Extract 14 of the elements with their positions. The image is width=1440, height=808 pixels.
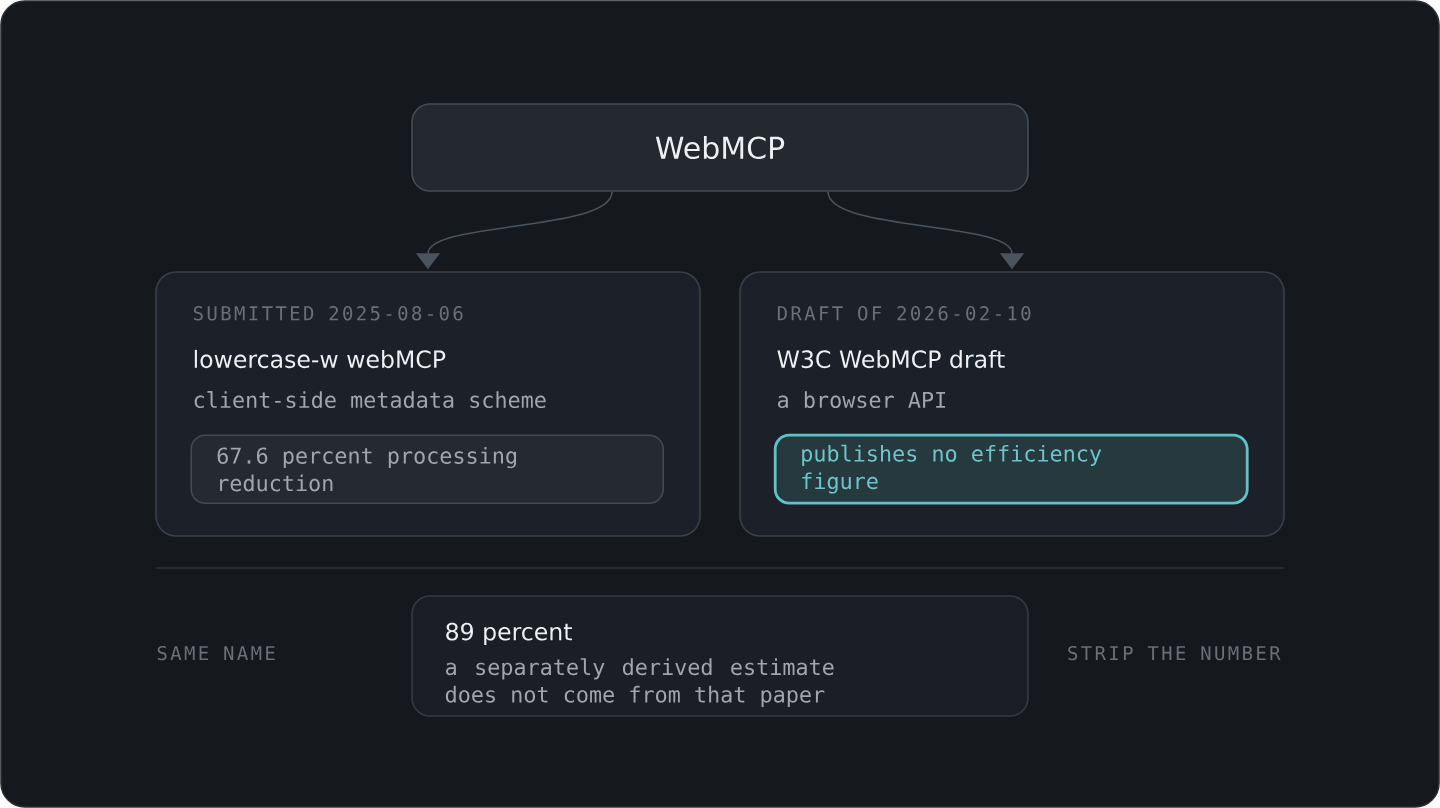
note-box: 67.6 percent processing reduction [190, 434, 664, 504]
result-title: 89 percent [446, 622, 572, 646]
card-title: lowercase-w webMCP [194, 349, 446, 369]
side-label: SAME NAME [157, 645, 275, 661]
card-title: W3C WebMCP draft [777, 349, 1005, 369]
card-subtitle: client-side metadata scheme [194, 391, 546, 409]
result-box [411, 595, 1029, 717]
side-label: STRIP THE NUMBER [1068, 645, 1281, 661]
result-description: a separately derived estimate does not come from that paper [445, 658, 834, 707]
date-label: DRAFT OF 2026-02-10 [777, 306, 1031, 321]
title-box: WebMCP [411, 103, 1029, 192]
card-subtitle: a browser API [778, 391, 946, 409]
date-label: SUBMITTED 2025-08-06 [193, 306, 463, 321]
highlight-box: publishes no efficiency figure [773, 433, 1249, 505]
